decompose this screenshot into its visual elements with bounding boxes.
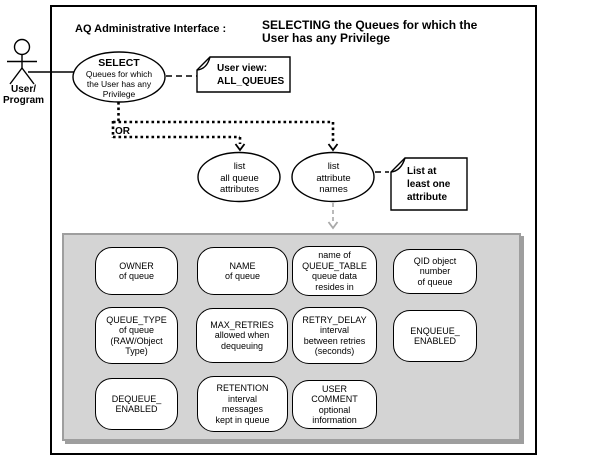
attr-line: MAX_RETRIES (210, 319, 274, 330)
attr-box-retention: RETENTION interval messages kept in queu… (197, 376, 288, 432)
attr-line: information (312, 415, 357, 425)
attr-line: NAME (229, 260, 256, 271)
attr-line: dequeuing (220, 340, 264, 351)
note-line: User view: (217, 63, 268, 74)
attr-line: of queue (417, 276, 453, 287)
attr-line: allowed when (214, 330, 270, 341)
list-all-attributes-text: list all queue attributes (198, 161, 281, 196)
uc-line: list (233, 161, 246, 172)
attr-box-queue-table: name of QUEUE_TABLE queue data resides i… (292, 246, 377, 296)
attr-line: between retries (303, 335, 366, 346)
attr-line: Type) (125, 346, 148, 356)
note-line: least one (407, 179, 451, 190)
attr-line: QUEUE_TABLE (302, 260, 367, 271)
attr-box-enqueue-enabled: ENQUEUE_ ENABLED (393, 310, 477, 362)
attr-line: RETRY_DELAY (302, 314, 367, 325)
uc-line: list (327, 161, 340, 172)
select-line: the User has any (86, 79, 152, 89)
attr-box-retry-delay: RETRY_DELAY interval between retries (se… (292, 307, 377, 364)
attr-line: of queue (118, 271, 155, 281)
attr-line: interval (227, 393, 257, 404)
attr-box-max-retries: MAX_RETRIES allowed when dequeuing (196, 308, 288, 363)
actor-label: User/ Program (0, 84, 47, 106)
attr-line: queue data (311, 271, 358, 281)
list-attribute-names-text: list attribute names (293, 161, 374, 196)
diagram-title-line2: User has any Privilege (262, 31, 391, 45)
attr-line: interval (319, 325, 349, 335)
attr-line: kept in queue (215, 414, 270, 425)
attr-box-dequeue-enabled: DEQUEUE_ ENABLED (95, 378, 178, 430)
attr-line: optional (318, 404, 351, 415)
actor-head (13, 38, 31, 56)
attr-line: of queue (118, 325, 155, 335)
attr-box-queue-type: QUEUE_TYPE of queue (RAW/Object Type) (95, 307, 178, 364)
select-line: Privilege (102, 89, 136, 99)
attr-line: ENABLED (115, 404, 158, 414)
attr-line: of queue (224, 271, 261, 281)
attr-box-user-comment: USER COMMENT optional information (292, 380, 377, 429)
attr-box-name: NAME of queue (197, 247, 288, 295)
attr-line: QUEUE_TYPE (106, 314, 167, 325)
or-label: OR (115, 126, 130, 137)
attr-line: OWNER (119, 260, 154, 271)
diagram-title-line1: SELECTING the Queues for which the (262, 18, 478, 32)
attr-line: (RAW/Object (110, 335, 163, 346)
least-one-note-text: List at least one attribute (407, 165, 450, 204)
select-heading: SELECT (98, 57, 140, 69)
attr-line: DEQUEUE_ (111, 393, 162, 404)
attr-line: number (419, 266, 451, 277)
attr-box-qid: QID object number of queue (393, 249, 477, 294)
note-line: List at (407, 166, 437, 177)
attr-line: USER (321, 383, 347, 394)
attr-line: (seconds) (314, 346, 355, 356)
user-view-note-text: User view: ALL_QUEUES (217, 63, 284, 88)
diagram-title-prefix: AQ Administrative Interface : (75, 23, 227, 35)
attr-line: messages (221, 404, 264, 414)
actor-right-leg (21, 67, 35, 85)
actor-left-leg (9, 67, 23, 85)
diagram-title: SELECTING the Queues for which the User … (262, 19, 477, 45)
actor-label-line: Program (2, 95, 45, 106)
uc-line: names (319, 184, 348, 195)
actor-label-line: User/ (10, 84, 36, 95)
attr-line: name of (318, 250, 351, 260)
uc-line: all queue (220, 172, 259, 184)
attr-line: QID object (413, 255, 457, 266)
attr-line: ENQUEUE_ (410, 325, 460, 336)
attr-line: COMMENT (311, 394, 358, 404)
attr-box-owner: OWNER of queue (95, 247, 178, 295)
attr-line: RETENTION (216, 383, 269, 393)
attr-line: resides in (315, 281, 354, 292)
select-line: Queues for which (85, 69, 153, 79)
note-line: attribute (407, 192, 447, 203)
note-line: ALL_QUEUES (217, 75, 285, 87)
select-use-case-text: SELECT Queues for which the User has any… (73, 57, 165, 99)
attr-line: ENABLED (413, 336, 457, 346)
actor-figure (7, 38, 37, 85)
uc-line: attribute (316, 172, 351, 184)
uc-line: attributes (219, 184, 260, 195)
